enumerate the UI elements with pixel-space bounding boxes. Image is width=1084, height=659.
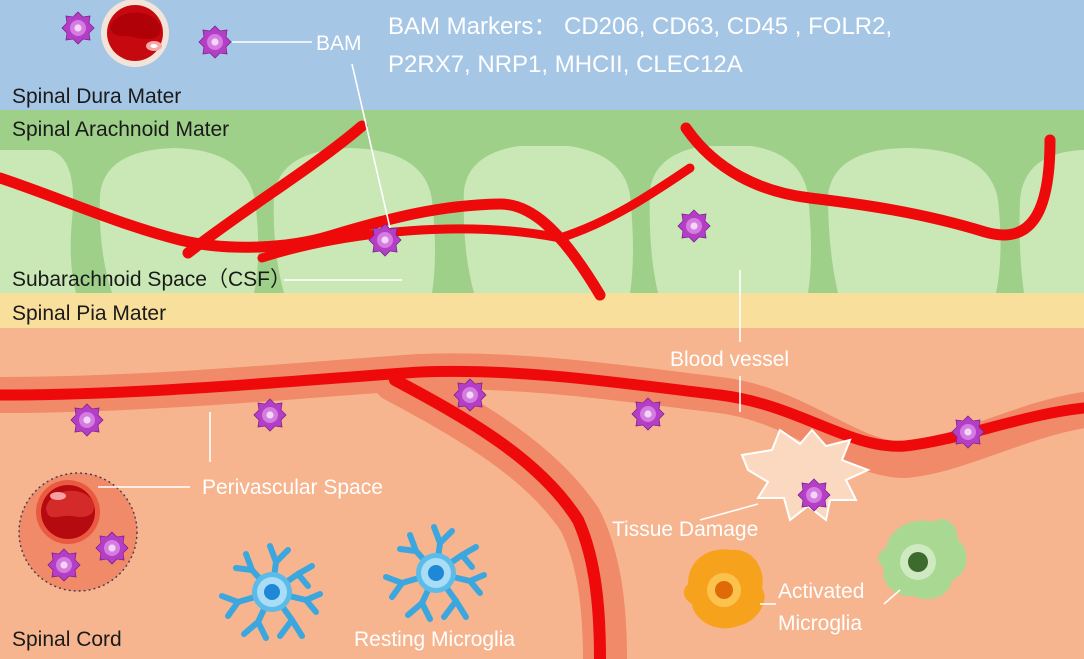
bam-cell-icon: [368, 223, 402, 257]
bam-cell-icon: [61, 11, 95, 45]
tissue-damage-icon: [740, 428, 871, 522]
activated-microglia-icon: [878, 519, 967, 600]
blood-vessel-label: Blood vessel: [670, 348, 789, 371]
cord-label: Spinal Cord: [12, 628, 122, 651]
activated-microglia-icon: [683, 549, 765, 629]
bam-label: BAM: [316, 32, 362, 55]
activated-microglia-label-2: Microglia: [778, 612, 862, 635]
bam-cell-icon: [95, 531, 129, 565]
bam-cell-icon: [951, 415, 985, 449]
pia-layer: [0, 293, 1084, 328]
cord-vessels: [0, 365, 1084, 659]
subarachnoid-label: Subarachnoid Space（CSF）: [12, 268, 291, 291]
bam-cell-icon: [47, 548, 81, 582]
perivascular-inset: [18, 472, 138, 592]
bam-cell-icon: [677, 209, 711, 243]
bam-cell-icon: [253, 398, 287, 432]
dura-layer: [0, 0, 1084, 110]
perivascular-label: Perivascular Space: [202, 476, 383, 499]
arachnoid-top-band: [0, 110, 1084, 146]
bam-cell-icon: [70, 403, 104, 437]
arachnoid-label: Spinal Arachnoid Mater: [12, 118, 229, 141]
bam-cell-icon: [453, 378, 487, 412]
bam-cell-icon: [631, 397, 665, 431]
activated-microglia: [683, 519, 967, 629]
tissue-damage-label: Tissue Damage: [612, 518, 758, 541]
subarachnoid-vessels: [0, 120, 1056, 301]
pia-label: Spinal Pia Mater: [12, 302, 166, 325]
activated-microglia-label-1: Activated: [778, 580, 864, 603]
red-blood-cell-icon: [101, 0, 169, 67]
red-blood-cell-icon: [36, 480, 100, 544]
resting-microglia-label: Resting Microglia: [354, 628, 515, 651]
dura-label: Spinal Dura Mater: [12, 85, 181, 108]
bam-markers-line1: BAM Markers： CD206, CD63, CD45 , FOLR2,: [388, 13, 892, 40]
bam-markers-line2: P2RX7, NRP1, MHCII, CLEC12A: [388, 51, 743, 78]
bam-cell-icon: [198, 25, 232, 59]
leader-lines: [98, 41, 901, 605]
bam-cell-icon: [797, 478, 831, 512]
